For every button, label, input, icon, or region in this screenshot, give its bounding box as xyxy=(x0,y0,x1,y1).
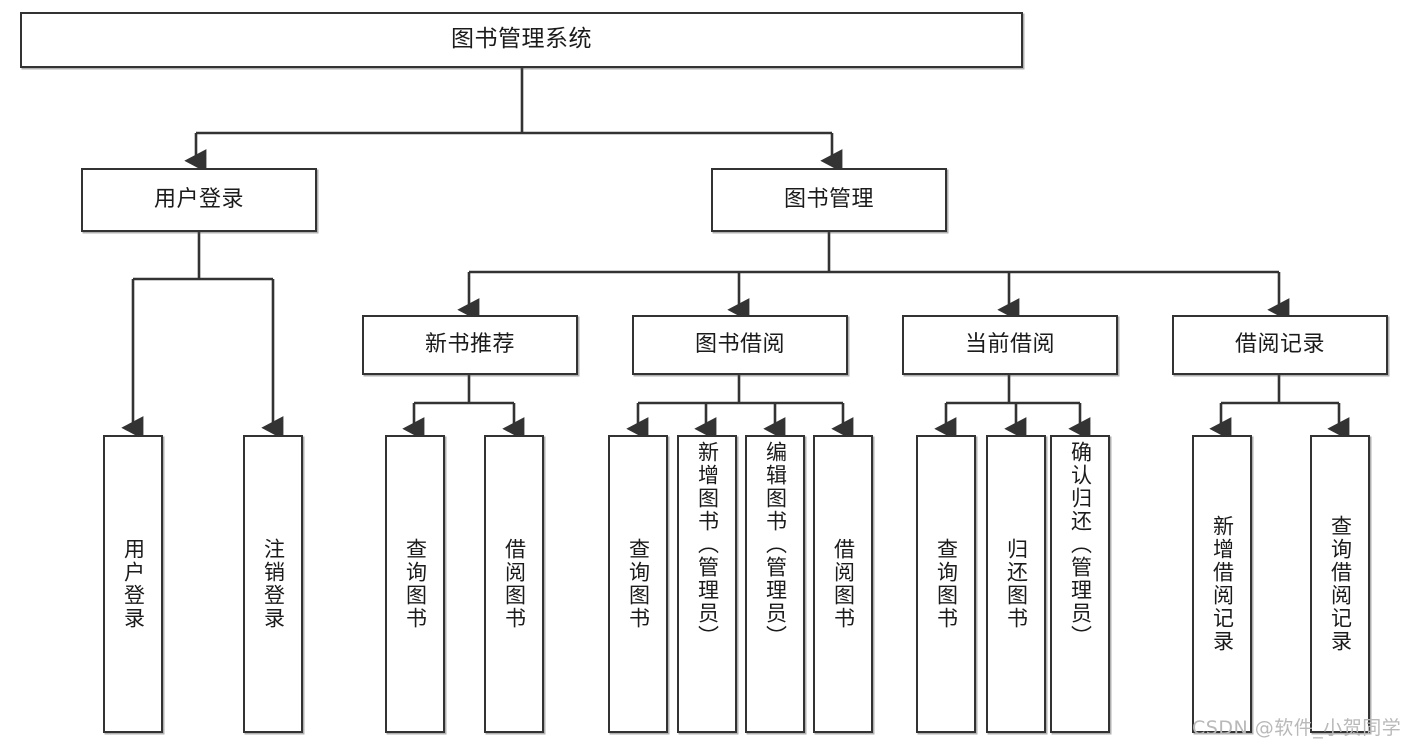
leaf-edit-book-admin-label: 编辑图书（管理员） xyxy=(763,441,788,648)
node-book-management-label: 图书管理 xyxy=(783,187,874,213)
node-user-login[interactable]: 用户登录 xyxy=(81,168,317,232)
leaf-query-book-current-label: 查询图书 xyxy=(934,538,959,630)
node-book-borrow[interactable]: 图书借阅 xyxy=(632,315,848,375)
leaf-user-login[interactable]: 用户登录 xyxy=(103,435,163,733)
node-new-book-recommend-label: 新书推荐 xyxy=(424,332,515,358)
node-borrow-record[interactable]: 借阅记录 xyxy=(1172,315,1388,375)
leaf-logout-label: 注销登录 xyxy=(261,538,286,630)
leaf-logout[interactable]: 注销登录 xyxy=(243,435,303,733)
leaf-add-borrow-record-label: 新增借阅记录 xyxy=(1210,515,1235,653)
leaf-query-borrow-record-label: 查询借阅记录 xyxy=(1328,515,1353,653)
node-user-login-label: 用户登录 xyxy=(153,187,244,213)
leaf-query-borrow-record[interactable]: 查询借阅记录 xyxy=(1310,435,1370,733)
node-new-book-recommend[interactable]: 新书推荐 xyxy=(362,315,578,375)
node-root-system[interactable]: 图书管理系统 xyxy=(20,12,1023,68)
leaf-return-book[interactable]: 归还图书 xyxy=(986,435,1046,733)
leaf-add-book-admin[interactable]: 新增图书（管理员） xyxy=(677,435,737,733)
leaf-borrow-book-recommend-label: 借阅图书 xyxy=(502,538,527,630)
leaf-query-book-borrow-label: 查询图书 xyxy=(626,538,651,630)
leaf-add-book-admin-label: 新增图书（管理员） xyxy=(695,441,720,648)
leaf-borrow-book-recommend[interactable]: 借阅图书 xyxy=(484,435,544,733)
csdn-watermark: CSDN @软件_小贺同学 xyxy=(1192,717,1402,739)
leaf-confirm-return-admin[interactable]: 确认归还（管理员） xyxy=(1050,435,1110,733)
leaf-confirm-return-admin-label: 确认归还（管理员） xyxy=(1068,441,1093,648)
node-borrow-record-label: 借阅记录 xyxy=(1234,332,1325,358)
leaf-add-borrow-record[interactable]: 新增借阅记录 xyxy=(1192,435,1252,733)
leaf-query-book-borrow[interactable]: 查询图书 xyxy=(608,435,668,733)
node-root-system-label: 图书管理系统 xyxy=(451,26,592,53)
leaf-query-book-recommend[interactable]: 查询图书 xyxy=(385,435,445,733)
leaf-edit-book-admin[interactable]: 编辑图书（管理员） xyxy=(745,435,805,733)
leaf-return-book-label: 归还图书 xyxy=(1004,538,1029,630)
node-book-management[interactable]: 图书管理 xyxy=(711,168,947,232)
node-current-borrow[interactable]: 当前借阅 xyxy=(902,315,1118,375)
leaf-query-book-recommend-label: 查询图书 xyxy=(403,538,428,630)
node-book-borrow-label: 图书借阅 xyxy=(694,332,785,358)
leaf-borrow-book-borrow-label: 借阅图书 xyxy=(831,538,856,630)
leaf-borrow-book-borrow[interactable]: 借阅图书 xyxy=(813,435,873,733)
node-current-borrow-label: 当前借阅 xyxy=(964,332,1055,358)
leaf-user-login-label: 用户登录 xyxy=(121,538,146,630)
leaf-query-book-current[interactable]: 查询图书 xyxy=(916,435,976,733)
